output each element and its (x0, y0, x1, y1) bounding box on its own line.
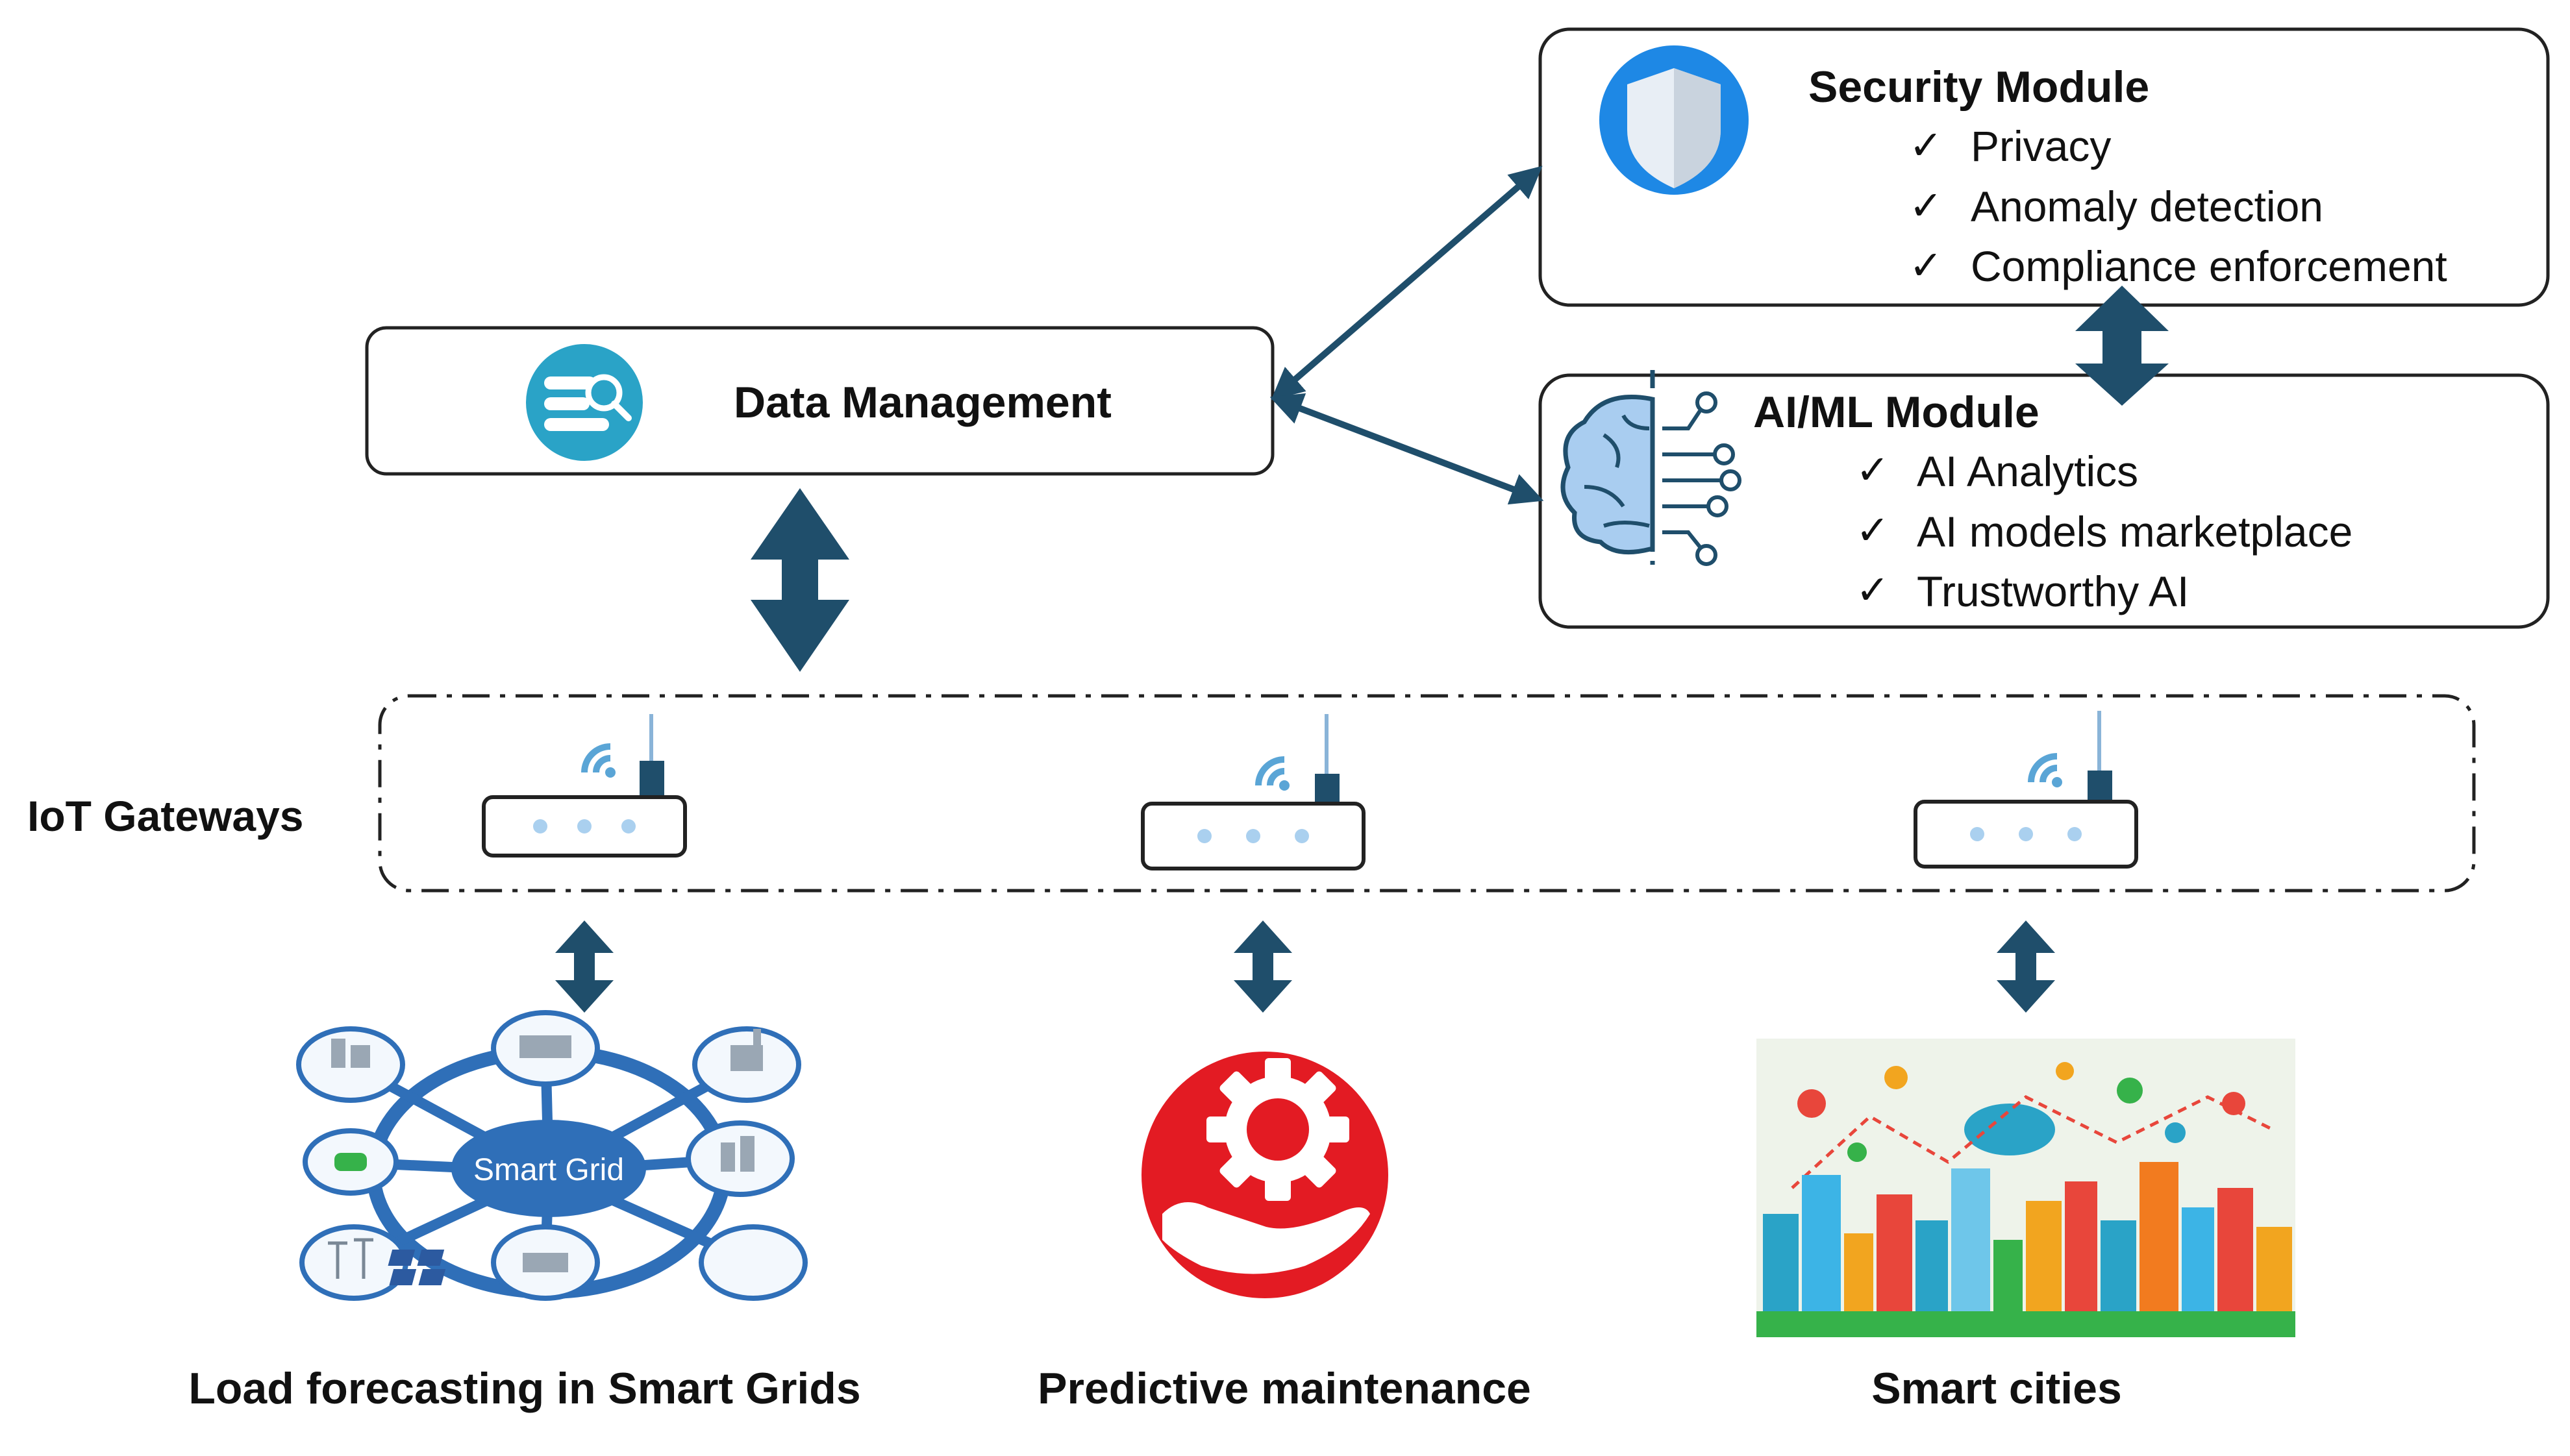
application-arrows (555, 920, 2055, 1013)
arrow-data-gateways (751, 488, 849, 672)
arrow-gateway-smartgrid (555, 920, 614, 1013)
caption-smart-cities: Smart cities (1871, 1364, 2122, 1413)
router-icon (1914, 711, 2138, 869)
caption-smart-grid: Load forecasting in Smart Grids (188, 1364, 860, 1413)
application-captions: Load forecasting in Smart Grids Predicti… (188, 1364, 2121, 1413)
car-icon (334, 1153, 367, 1171)
security-module-title: Security Module (1808, 62, 2149, 112)
smart-grid-label: Smart Grid (473, 1153, 624, 1187)
check-icon: ✓ (1909, 241, 1943, 289)
check-icon: ✓ (1856, 506, 1890, 554)
city-icons-cloud (1791, 1062, 2274, 1189)
predictive-maintenance-icon (1142, 1052, 1388, 1298)
aiml-item: AI Analytics (1917, 447, 2138, 495)
iot-gateways-group: IoT Gateways (27, 694, 2476, 893)
city-skyline (1756, 1162, 2295, 1337)
smart-grid-illustration: Smart Grid (296, 1010, 808, 1301)
data-management-box: Data Management (365, 326, 1275, 476)
router-icon (482, 714, 687, 858)
data-management-title: Data Management (734, 378, 1112, 427)
check-icon: ✓ (1856, 446, 1890, 493)
caption-predictive-maintenance: Predictive maintenance (1038, 1364, 1531, 1413)
iot-gateways-label: IoT Gateways (27, 792, 304, 840)
security-module-box: Security Module ✓ Privacy ✓ Anomaly dete… (1538, 27, 2550, 307)
check-icon: ✓ (1909, 121, 1943, 169)
security-item: Privacy (1971, 122, 2111, 170)
arrow-data-to-security (1271, 166, 1543, 401)
security-item: Anomaly detection (1971, 182, 2323, 230)
brain-circuit-icon (1560, 370, 1741, 566)
aiml-item: Trustworthy AI (1917, 567, 2189, 615)
connector-arrows (751, 166, 2169, 672)
check-icon: ✓ (1909, 182, 1943, 229)
smart-city-illustration (1756, 1039, 2295, 1337)
security-items-list: ✓ Privacy ✓ Anomaly detection ✓ Complian… (1909, 121, 2447, 290)
aiml-item: AI models marketplace (1917, 508, 2352, 556)
router-icon (1141, 714, 1366, 870)
shield-icon (1599, 45, 1749, 195)
solar-farm-node (699, 1224, 808, 1301)
hand-icon (1162, 1202, 1370, 1274)
arrow-data-to-aiml (1269, 393, 1544, 505)
gateways-dashed-frame (378, 694, 2476, 893)
aiml-items-list: ✓ AI Analytics ✓ AI models marketplace ✓… (1856, 446, 2352, 615)
aiml-module-box: AI/ML Module ✓ AI Analytics ✓ AI models … (1538, 370, 2550, 629)
database-search-icon (526, 344, 643, 461)
security-item: Compliance enforcement (1971, 242, 2447, 290)
aiml-module-title: AI/ML Module (1753, 388, 2040, 437)
arrow-gateway-smartcity (1997, 920, 2055, 1013)
arrow-security-aiml (2075, 286, 2169, 406)
arrow-gateway-maintenance (1234, 920, 1292, 1013)
check-icon: ✓ (1856, 566, 1890, 613)
gear-icon (1206, 1058, 1349, 1201)
